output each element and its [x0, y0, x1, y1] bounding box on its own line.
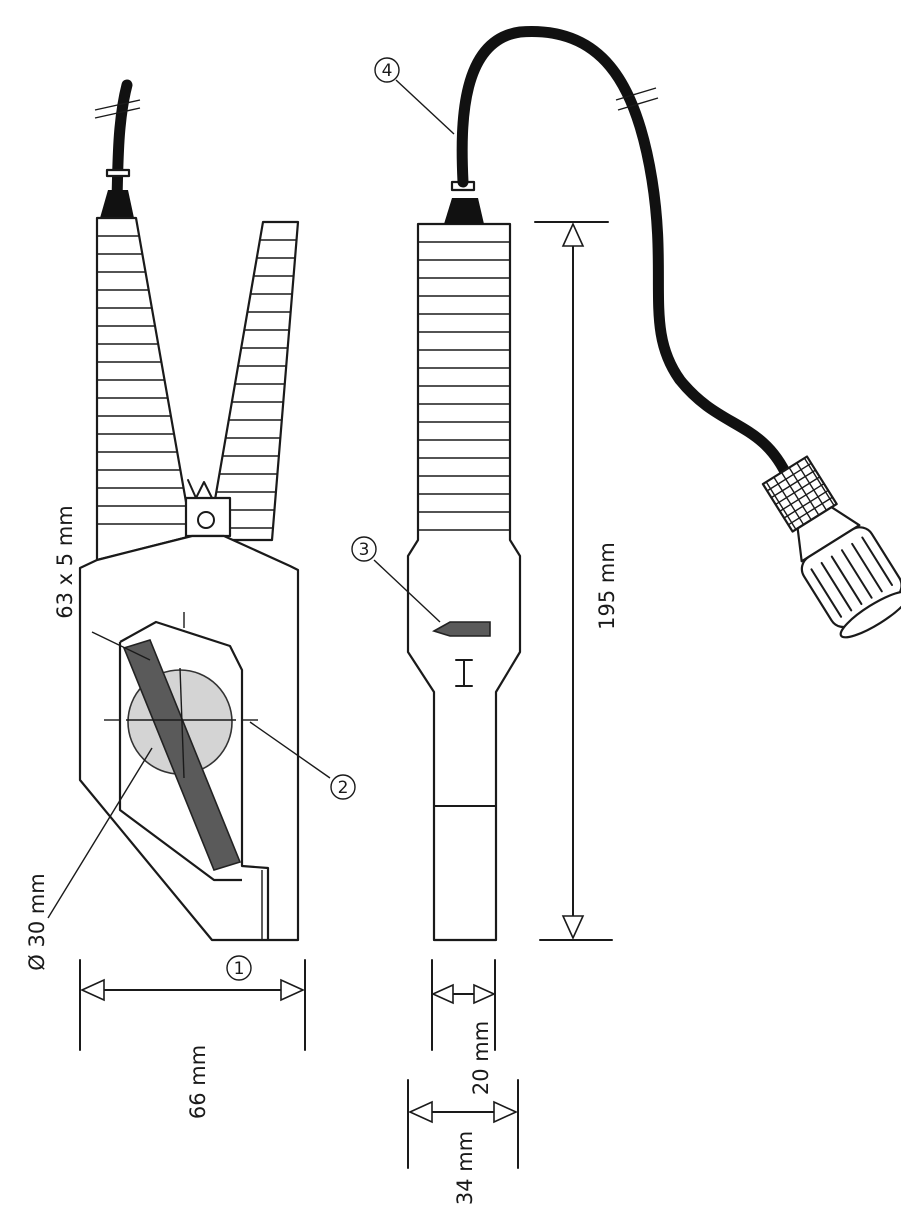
dim-66-arrow-left: [80, 978, 105, 1002]
connector-face: [839, 590, 901, 639]
connector-groove: [820, 561, 853, 612]
dim-20-arrow-right: [473, 983, 496, 1005]
dim-length-arrow-bottom: [561, 915, 585, 940]
cable-break-mark: [94, 99, 141, 119]
knurl-line: [770, 469, 816, 499]
connector-groove: [840, 549, 873, 599]
connector-neck: [796, 506, 861, 563]
callout-4-text: 4: [382, 61, 393, 81]
bnc-connector: [761, 455, 901, 639]
side-strain-relief: [444, 198, 484, 224]
label-diameter: Ø 30 mm: [25, 873, 49, 971]
knurl-line: [775, 476, 821, 506]
callout-markers: 1 2 3 4: [226, 57, 400, 981]
leader-2: [249, 721, 331, 779]
dim-length-arrow-top: [561, 222, 585, 247]
connector-knurl: [765, 457, 835, 530]
callout-3-text: 3: [359, 540, 370, 560]
knurl-line-v: [773, 476, 805, 526]
callout-2: 2: [330, 774, 356, 800]
leader-3: [373, 559, 441, 623]
clamp-strain-relief: [100, 190, 134, 218]
knurl-line-v: [765, 481, 797, 530]
cable: [456, 26, 794, 484]
cable-break-mark-2: [615, 87, 659, 111]
connector-groove: [861, 536, 893, 587]
leader-4: [395, 79, 455, 135]
clamp-cable-stub: [111, 79, 133, 206]
bar-conductor: [122, 639, 242, 871]
clamp-grip-ribs: [97, 235, 297, 529]
knurl-line: [779, 483, 825, 512]
callout-1: 1: [226, 955, 252, 981]
leader-bar: [91, 631, 151, 661]
leader-diameter: [47, 747, 153, 919]
connector-grooves: [810, 536, 893, 618]
connector-groove: [851, 542, 883, 593]
probe-cable: [456, 26, 901, 639]
clamp-front-view: [47, 79, 331, 942]
dim-66-arrow-right: [280, 978, 305, 1002]
side-current-mark: [455, 659, 473, 687]
dimension-labels: 63 x 5 mm Ø 30 mm 66 mm 20 mm 34 mm 195 …: [25, 505, 619, 1205]
callout-3: 3: [351, 536, 377, 562]
label-195mm: 195 mm: [595, 542, 619, 630]
callout-4: 4: [374, 57, 400, 83]
knurl-line-v: [788, 467, 820, 516]
dim-20-arrow-left: [431, 983, 454, 1005]
clamp-right-handle: [206, 220, 300, 542]
probe-side-view: [373, 79, 522, 942]
side-body: [406, 222, 522, 942]
callout-1-text: 1: [234, 959, 245, 979]
knurl-line: [787, 496, 833, 526]
clamp-hinge-pin: [197, 511, 215, 529]
side-slider: [431, 621, 491, 637]
crosshair-v: [179, 667, 185, 779]
clamp-left-handle: [95, 216, 194, 562]
clamp-hinge-spring: [187, 479, 213, 499]
knurl-line-v: [796, 462, 828, 511]
label-34mm: 34 mm: [453, 1131, 477, 1205]
knurl-line: [783, 489, 829, 519]
clamp-hinge-block: [184, 496, 232, 538]
label-20mm: 20 mm: [469, 1021, 493, 1095]
knurl-line-v: [780, 472, 812, 521]
knurl-line: [766, 462, 812, 492]
dim-34-arrow-left: [408, 1100, 433, 1124]
callout-2-text: 2: [338, 778, 349, 798]
side-grip-ribs: [418, 241, 510, 531]
connector-groove: [810, 568, 843, 618]
label-bar-size: 63 x 5 mm: [53, 505, 77, 618]
dim-34-arrow-right: [493, 1100, 518, 1124]
dimension-lines: [79, 221, 613, 1169]
connector-groove: [830, 555, 863, 606]
label-66mm: 66 mm: [186, 1045, 210, 1119]
clamp-cable-ring: [105, 168, 131, 178]
knurl-line-v: [803, 457, 835, 506]
